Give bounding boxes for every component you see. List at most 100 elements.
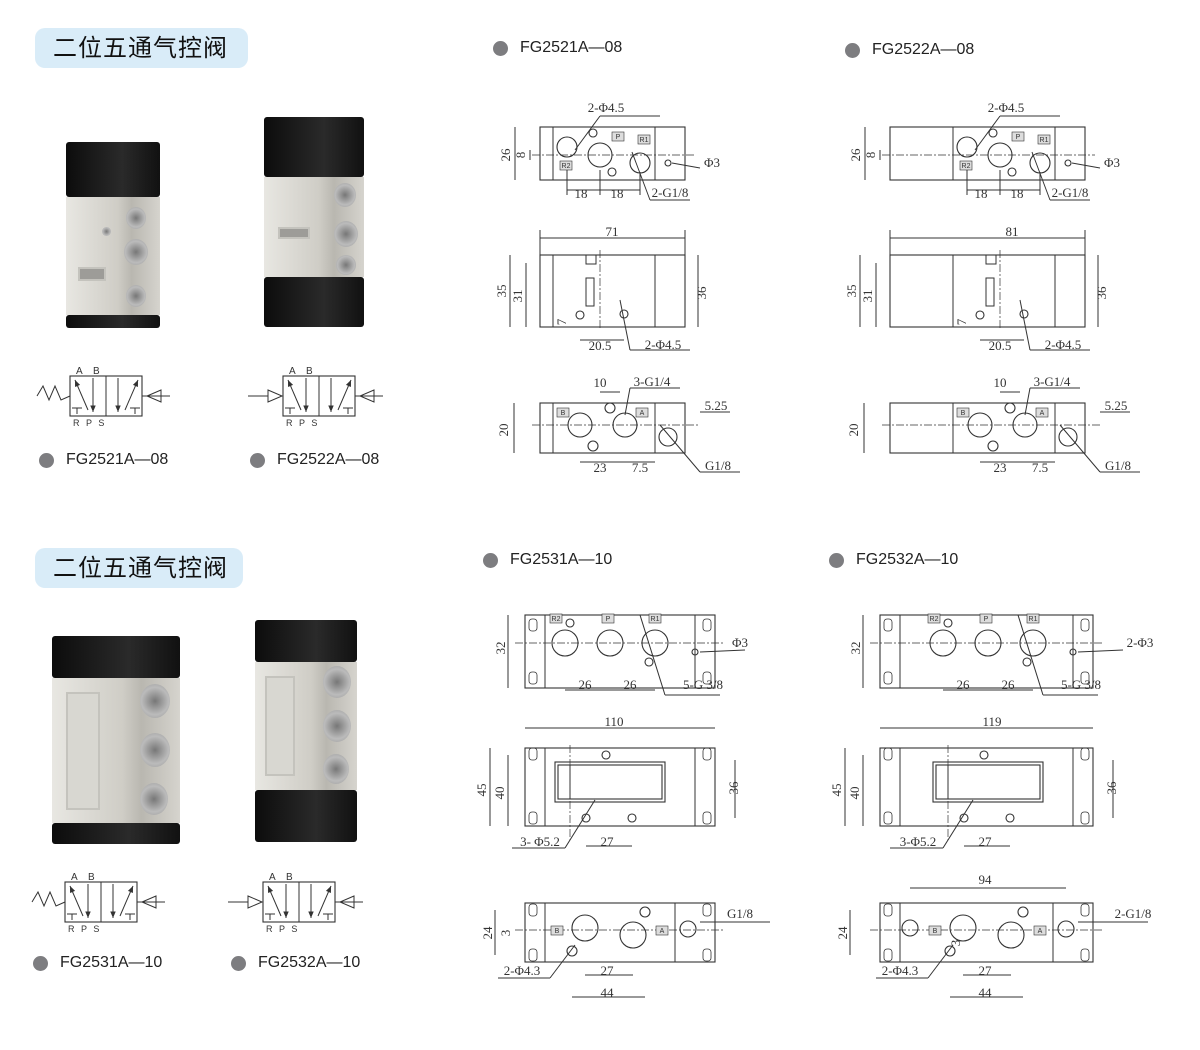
pilot-icon xyxy=(358,389,375,403)
dimension-label: 26 xyxy=(579,677,593,692)
outline-rect xyxy=(879,902,1094,963)
arrow-icon xyxy=(288,380,294,387)
port-label: P xyxy=(1016,134,1021,141)
port-hole xyxy=(997,921,1025,949)
pilot-icon xyxy=(145,389,162,403)
pilot-icon xyxy=(247,895,264,909)
mount-hole xyxy=(1005,813,1015,823)
arrow-icon xyxy=(70,886,76,893)
screw-cap xyxy=(528,903,538,917)
bullet-icon xyxy=(493,40,508,56)
port-box xyxy=(601,613,615,624)
spring-icon xyxy=(36,384,71,402)
mount-hole xyxy=(1064,159,1072,167)
model-text: FG2531A—10 xyxy=(510,551,613,568)
outline-rect xyxy=(539,126,686,181)
port-label: P xyxy=(616,134,621,141)
spring-icon xyxy=(31,890,66,908)
outline-line xyxy=(942,799,974,849)
port-label-b: B xyxy=(88,872,95,883)
arrow-icon xyxy=(75,380,81,387)
screw-cap xyxy=(1080,948,1090,962)
port-box xyxy=(1035,407,1049,418)
port-label: R2 xyxy=(552,616,561,623)
outline-line xyxy=(1059,424,1101,473)
dimension-label: 31 xyxy=(860,290,875,303)
outline-rect xyxy=(557,764,663,800)
model-text: FG2532A—10 xyxy=(258,954,361,971)
port-label-a: A xyxy=(71,872,78,883)
screw-cap xyxy=(883,671,893,685)
port-label: B xyxy=(555,928,560,935)
pilot-icon xyxy=(338,895,355,909)
model-text: FG2521A—08 xyxy=(520,39,623,56)
screw-cap xyxy=(702,948,712,962)
dimension-label: 44 xyxy=(601,985,615,1000)
port-hole xyxy=(571,914,599,942)
outline-rect xyxy=(539,254,686,328)
outline-line xyxy=(631,151,651,201)
drawing-model-label: FG2521A—08 xyxy=(493,39,622,57)
dimension-label: 36 xyxy=(726,781,741,795)
arrow-icon xyxy=(345,380,351,387)
port-box xyxy=(556,407,570,418)
arrow-icon xyxy=(308,911,314,918)
mount-hole xyxy=(588,128,598,138)
port-box xyxy=(979,613,993,624)
port-hole xyxy=(1058,427,1078,447)
dimension-label: 2-G1/8 xyxy=(1115,906,1152,921)
outline-rect xyxy=(889,126,1086,181)
arrow-icon xyxy=(85,911,91,918)
mount-hole xyxy=(979,750,989,760)
outline-line xyxy=(1019,299,1031,351)
port-label: R1 xyxy=(1040,137,1049,144)
mount-hole xyxy=(627,813,637,823)
port-box xyxy=(927,613,941,624)
dimension-label: 7 xyxy=(554,318,569,325)
arrow-icon xyxy=(110,911,116,918)
port-box xyxy=(549,613,563,624)
drawing-model-label: FG2522A—08 xyxy=(845,41,974,59)
screw-cap xyxy=(883,618,893,632)
dimension-label: 2-Φ4.3 xyxy=(882,963,919,978)
mount-hole xyxy=(644,657,654,667)
port-label-rps: R P S xyxy=(68,924,101,932)
outline-rect xyxy=(889,402,1086,454)
mount-hole xyxy=(1007,167,1017,177)
dimension-label: 20.5 xyxy=(989,338,1012,353)
port-label-a: A xyxy=(76,366,83,377)
port-label-a: A xyxy=(269,872,276,883)
outline-rect xyxy=(889,254,1086,328)
port-label-b: B xyxy=(93,366,100,377)
dimension-label: 26 xyxy=(957,677,971,692)
outline-line xyxy=(974,115,1001,151)
dimension-label: G1/8 xyxy=(1105,458,1131,473)
port-box xyxy=(1011,131,1025,142)
mount-hole xyxy=(566,945,578,957)
dimension-label: 7.5 xyxy=(1032,460,1048,475)
screw-cap xyxy=(702,618,712,632)
port-label: P xyxy=(606,616,611,623)
dimension-label: 2-Φ4.5 xyxy=(1045,337,1082,352)
dimension-label: 2-G1/8 xyxy=(1052,185,1089,200)
dimension-label: Φ3 xyxy=(704,155,720,170)
outline-line xyxy=(574,115,601,151)
dimension-label: 26 xyxy=(498,148,513,162)
dimension-label: 26 xyxy=(848,148,863,162)
screw-cap xyxy=(1080,747,1090,761)
bullet-icon xyxy=(33,955,48,971)
section-title: 二位五通气控阀 xyxy=(35,28,248,68)
outline-line xyxy=(1077,649,1124,653)
port-label: R2 xyxy=(562,163,571,170)
dimension-label: Φ3 xyxy=(732,635,748,650)
